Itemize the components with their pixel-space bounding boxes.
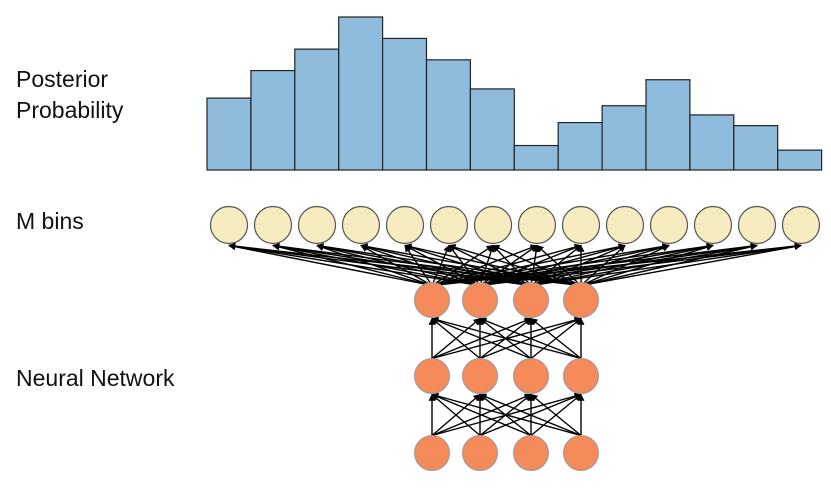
bin-connection xyxy=(580,244,626,287)
bin-connection xyxy=(580,243,802,287)
neuron-node xyxy=(513,282,549,318)
bin-connection xyxy=(448,243,582,287)
posterior-label-line1: Posterior xyxy=(16,66,109,92)
posterior-histogram xyxy=(206,16,823,171)
bin-node xyxy=(737,205,777,245)
histogram-bar xyxy=(777,149,823,171)
hidden-connections xyxy=(428,316,585,437)
bin-connection xyxy=(228,243,433,287)
histogram-bar xyxy=(338,16,384,171)
network-neurons xyxy=(414,282,599,471)
histogram-bar xyxy=(689,114,735,171)
neural-network-label: Neural Network xyxy=(16,365,175,391)
output-connections xyxy=(228,242,802,287)
bin-node xyxy=(429,205,469,245)
neuron-connection xyxy=(479,393,582,437)
bin-connection xyxy=(228,243,481,287)
neuron-node xyxy=(563,435,599,471)
bin-connection xyxy=(404,243,582,287)
bin-connection xyxy=(492,244,582,287)
bin-connection xyxy=(228,242,582,287)
bin-node xyxy=(649,205,689,245)
histogram-bar xyxy=(425,59,472,171)
bin-connection xyxy=(580,243,758,287)
bin-node xyxy=(385,205,425,245)
neuron-node xyxy=(513,358,549,394)
neuron-node xyxy=(513,435,549,471)
bin-node xyxy=(517,205,557,245)
histogram-bar xyxy=(601,105,647,171)
histogram-bar xyxy=(294,48,340,171)
histogram-bar xyxy=(557,121,603,171)
neuron-connection xyxy=(431,317,532,360)
bin-connection xyxy=(431,244,538,287)
bin-connection xyxy=(448,244,481,286)
bin-node xyxy=(693,205,733,245)
bin-connection xyxy=(228,242,532,287)
histogram-bar xyxy=(382,37,428,171)
neuron-node xyxy=(414,282,450,318)
neuron-connection xyxy=(530,393,582,437)
neuron-node xyxy=(462,282,498,318)
neuron-node xyxy=(563,282,599,318)
bin-node xyxy=(561,205,601,245)
neuron-node xyxy=(414,358,450,394)
neuron-node xyxy=(414,435,450,471)
neuron-node xyxy=(462,435,498,471)
bin-connection xyxy=(272,242,582,287)
neuron-connection xyxy=(530,317,582,360)
bin-connection xyxy=(316,242,582,287)
bin-connection xyxy=(431,243,582,287)
bin-connection xyxy=(431,243,626,287)
neuron-connection xyxy=(431,317,481,360)
bin-node xyxy=(341,205,381,245)
neuron-connection xyxy=(479,317,582,360)
neuron-connection xyxy=(431,316,582,360)
bin-node xyxy=(605,205,645,245)
histogram-bar xyxy=(645,79,691,171)
m-bins-label: M bins xyxy=(16,208,84,234)
bin-node xyxy=(209,205,249,245)
bin-nodes xyxy=(209,205,821,245)
bin-node xyxy=(781,205,821,245)
posterior-label-line2: Probability xyxy=(16,97,124,123)
bin-connection xyxy=(360,243,582,287)
bin-node xyxy=(473,205,513,245)
posterior-probability-label: Posterior Probability xyxy=(16,64,123,126)
histogram-bar xyxy=(733,125,779,171)
bin-connection xyxy=(536,244,582,287)
histogram-bar xyxy=(250,69,296,171)
neuron-node xyxy=(563,358,599,394)
bin-connection xyxy=(530,243,758,287)
histogram-bar xyxy=(469,88,515,171)
neuron-connection xyxy=(431,393,481,437)
bin-connection xyxy=(580,243,714,287)
neuron-connection xyxy=(431,393,532,437)
histogram-bar xyxy=(206,97,252,171)
bin-node xyxy=(297,205,337,245)
bin-node xyxy=(253,205,293,245)
bin-connection xyxy=(580,244,670,287)
neuron-node xyxy=(462,358,498,394)
histogram-bar xyxy=(513,144,559,171)
neuron-connection xyxy=(431,392,582,437)
bin-connection xyxy=(404,244,481,287)
